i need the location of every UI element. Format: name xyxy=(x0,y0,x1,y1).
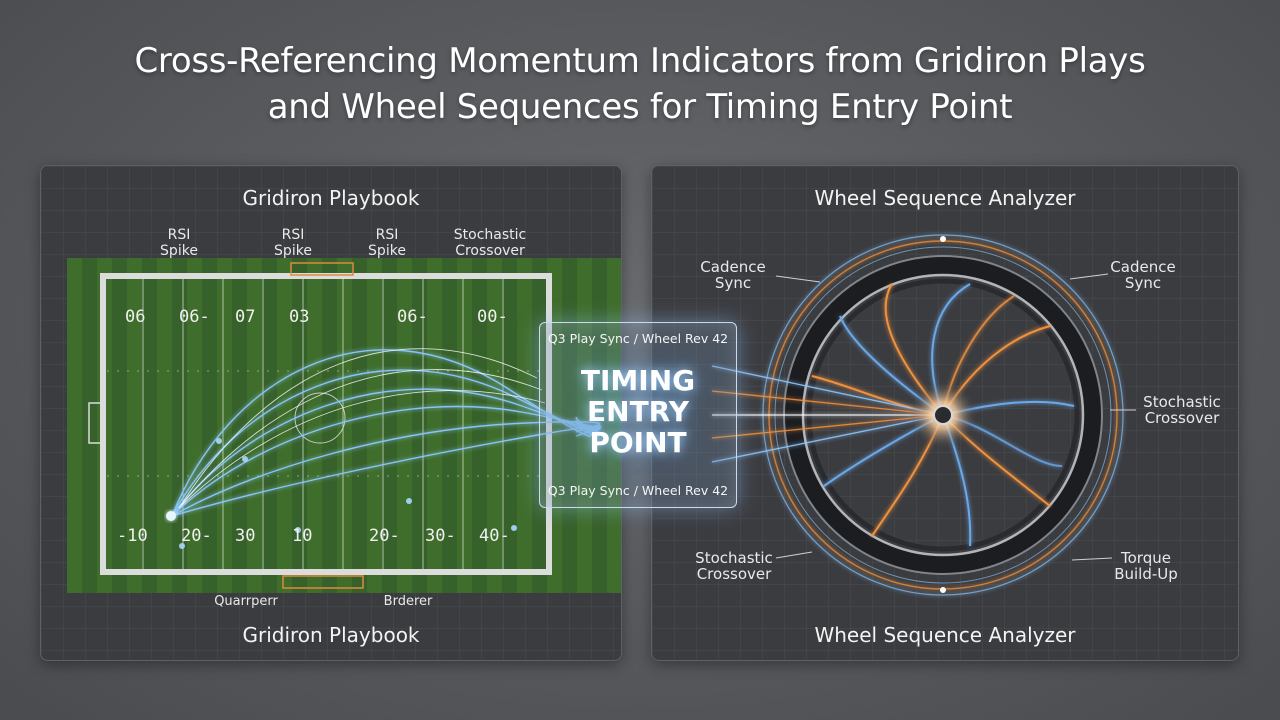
yard-number: 30 xyxy=(235,526,256,546)
cadence-sync-label-right: Cadence Sync xyxy=(1110,258,1176,292)
wheel-sequence-analyzer-panel: Wheel Sequence Analyzer xyxy=(651,165,1239,661)
quarterback-label: Quarrperr xyxy=(214,594,278,609)
yard-number: 03 xyxy=(289,307,310,327)
timing-entry-point-label: TIMING ENTRY POINT xyxy=(580,364,696,459)
yard-number: 20- xyxy=(369,526,400,546)
yard-number: 30- xyxy=(425,526,456,546)
receiver-label: Brderer xyxy=(383,594,433,609)
panel-footer: Gridiron Playbook xyxy=(242,623,420,647)
rsi-spike-label-1: RSI Spike xyxy=(160,227,198,259)
wheel-diagram xyxy=(711,234,1136,596)
cadence-sync-label-left: Cadence Sync xyxy=(700,258,766,292)
stochastic-crossover-label: Stochastic Crossover xyxy=(453,227,527,259)
main-title: Cross-Referencing Momentum Indicators fr… xyxy=(134,41,1146,127)
stochastic-crossover-label-left: Stochastic Crossover xyxy=(695,549,773,583)
torque-build-up-label: Torque Build-Up xyxy=(1114,549,1178,583)
panel-title: Wheel Sequence Analyzer xyxy=(814,186,1076,210)
yard-number: 06- xyxy=(397,307,428,327)
yard-number: 06- xyxy=(179,307,210,327)
gridiron-playbook-panel: Gridiron Playbook RSI Spike RSI Spike RS… xyxy=(40,165,622,661)
yard-number: 40- xyxy=(479,526,510,546)
sync-label-top: Q3 Play Sync / Wheel Rev 42 xyxy=(547,331,729,346)
yard-number: 06 xyxy=(125,307,146,327)
yard-number: 20- xyxy=(181,526,212,546)
panel-footer: Wheel Sequence Analyzer xyxy=(814,623,1076,647)
rsi-spike-label-3: RSI Spike xyxy=(368,227,406,259)
yard-number: 07 xyxy=(235,307,256,327)
yard-number: -10 xyxy=(117,526,148,546)
yard-number: 10 xyxy=(292,526,313,546)
timing-entry-point-box: Q3 Play Sync / Wheel Rev 42 TIMING ENTRY… xyxy=(539,322,737,508)
panel-title: Gridiron Playbook xyxy=(242,186,420,210)
yard-number: 00- xyxy=(477,307,508,327)
rsi-spike-label-2: RSI Spike xyxy=(274,227,312,259)
stochastic-crossover-label-right: Stochastic Crossover xyxy=(1143,393,1221,427)
sync-label-bottom: Q3 Play Sync / Wheel Rev 42 xyxy=(547,483,729,498)
football-field xyxy=(67,258,621,593)
